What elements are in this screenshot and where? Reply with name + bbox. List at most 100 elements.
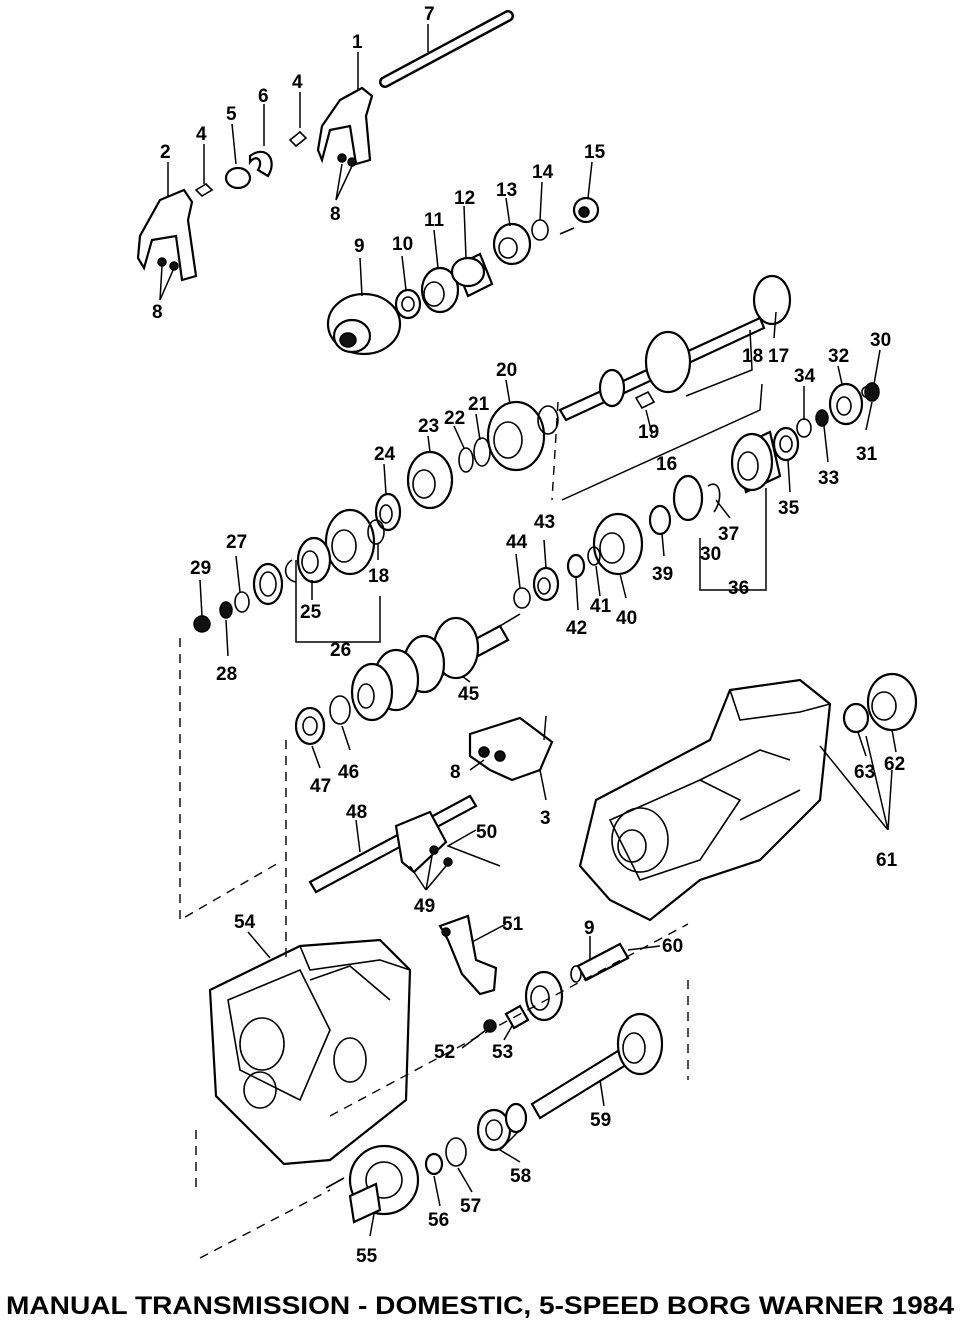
label-25: 25 <box>300 602 322 623</box>
seal-62 <box>866 672 918 732</box>
label-6: 6 <box>258 86 269 107</box>
gear-26 <box>324 508 376 576</box>
gear-23 <box>406 450 454 510</box>
idler-shaft-60 <box>570 942 630 983</box>
ring-18-upper <box>537 405 559 435</box>
snap-ring-18-lower <box>284 519 385 583</box>
label-47: 47 <box>310 776 331 797</box>
label-56: 56 <box>428 1210 449 1231</box>
cluster-45 <box>350 613 521 722</box>
gear-38-39 <box>648 474 721 536</box>
gear-40 <box>592 512 644 576</box>
label-12: 12 <box>454 188 475 209</box>
label-23: 23 <box>418 416 439 437</box>
bushing-63 <box>842 702 870 734</box>
bearing-24 <box>374 492 402 532</box>
label-53: 53 <box>492 1042 513 1063</box>
interlock-pin <box>194 130 308 198</box>
label-51: 51 <box>502 914 524 935</box>
label-9: 9 <box>354 236 365 257</box>
seal-56 <box>424 1152 444 1176</box>
label-20: 20 <box>496 360 517 381</box>
bearing-36 <box>730 430 782 494</box>
label-59: 59 <box>590 1110 611 1131</box>
label-8-lower: 8 <box>450 762 461 783</box>
label-43: 43 <box>534 512 555 533</box>
label-62: 62 <box>884 754 905 775</box>
shift-rail <box>379 10 514 88</box>
label-30-lower: 30 <box>700 544 721 565</box>
mainshaft-16 <box>558 274 792 422</box>
label-18-upper: 18 <box>742 346 763 367</box>
gear-20 <box>486 400 546 472</box>
input-shaft-59 <box>530 1012 664 1120</box>
ring-27 <box>252 562 284 606</box>
label-42: 42 <box>566 618 587 639</box>
label-30-upper: 30 <box>870 330 891 351</box>
gear-11 <box>420 266 460 314</box>
bearing-15 <box>572 196 600 224</box>
ring-21-22 <box>458 437 491 473</box>
label-22: 22 <box>444 408 465 429</box>
label-9-lower: 9 <box>584 918 595 939</box>
fork-3 <box>468 716 554 782</box>
washer-28 <box>219 591 250 619</box>
lever-51 <box>438 914 498 996</box>
label-13: 13 <box>496 180 517 201</box>
alignment-lines <box>179 401 689 1259</box>
label-4-left: 4 <box>196 124 207 145</box>
shift-fork-1 <box>316 86 374 167</box>
label-36: 36 <box>728 578 749 599</box>
label-33: 33 <box>818 468 839 489</box>
shift-fork-2 <box>136 188 198 282</box>
label-18-lower: 18 <box>368 566 389 587</box>
label-8-upper: 8 <box>330 204 341 225</box>
nut-30-31 <box>861 382 880 402</box>
label-4-right: 4 <box>292 72 303 93</box>
label-39: 39 <box>652 564 673 585</box>
label-45: 45 <box>458 684 480 705</box>
nut-29 <box>193 615 211 633</box>
label-35: 35 <box>778 498 800 519</box>
label-57: 57 <box>460 1196 481 1217</box>
diagram-title: MANUAL TRANSMISSION - DOMESTIC, 5-SPEED … <box>6 1292 954 1320</box>
label-31: 31 <box>856 444 878 465</box>
label-27: 27 <box>226 532 247 553</box>
ring-46 <box>329 695 351 725</box>
label-54: 54 <box>234 912 256 933</box>
label-15: 15 <box>584 142 606 163</box>
label-48: 48 <box>346 802 367 823</box>
label-28: 28 <box>216 664 237 685</box>
shift-lug <box>224 150 273 190</box>
label-63: 63 <box>854 762 875 783</box>
label-34: 34 <box>794 366 816 387</box>
bearing-10 <box>394 288 422 320</box>
label-60: 60 <box>662 936 683 957</box>
bearing-47 <box>294 706 326 746</box>
label-1: 1 <box>352 32 363 53</box>
gear-25 <box>296 536 332 584</box>
label-58: 58 <box>510 1166 531 1187</box>
snap-ring-14 <box>531 219 575 241</box>
label-44: 44 <box>506 532 528 553</box>
label-41: 41 <box>590 596 612 617</box>
label-32: 32 <box>828 346 849 367</box>
label-61: 61 <box>876 850 898 871</box>
label-37: 37 <box>718 524 739 545</box>
label-21: 21 <box>468 394 490 415</box>
transmission-case-54 <box>208 938 412 1166</box>
ring-34 <box>796 418 812 438</box>
label-46: 46 <box>338 762 359 783</box>
label-50: 50 <box>476 822 497 843</box>
sleeve-12 <box>450 252 494 298</box>
label-5: 5 <box>226 104 237 125</box>
label-3: 3 <box>540 808 551 829</box>
label-7: 7 <box>424 4 435 25</box>
synchro-13 <box>492 222 532 266</box>
label-19: 19 <box>638 422 659 443</box>
retainer-55 <box>325 1144 420 1224</box>
detent-52-53 <box>483 1004 530 1033</box>
label-2: 2 <box>160 142 171 163</box>
